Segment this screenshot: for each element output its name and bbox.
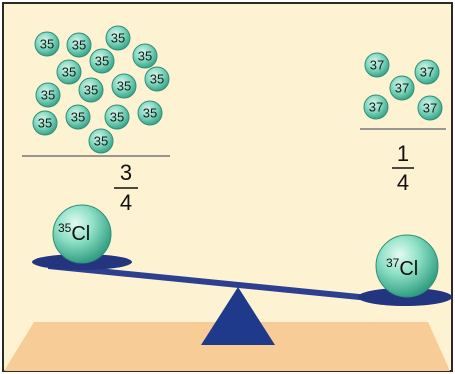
right-chlorine-ball <box>375 234 439 298</box>
cl35-atom <box>78 77 104 103</box>
cl35-atom <box>65 104 91 130</box>
cl35-atom <box>34 31 60 57</box>
left-fraction-denominator: 4 <box>120 190 132 215</box>
cl35-atom-label: 35 <box>138 49 152 64</box>
cl35-atom-label: 35 <box>143 106 157 121</box>
right-ball-label: 37Cl <box>386 256 418 280</box>
cl35-atom <box>89 48 115 74</box>
right-ball-mass-number: 37 <box>386 256 400 270</box>
cl35-atom-label: 35 <box>62 65 76 80</box>
cl35-atom <box>88 128 114 154</box>
cl35-atom-label: 35 <box>71 110 85 125</box>
right-fraction-numerator: 1 <box>397 141 409 166</box>
cl37-atom-label: 37 <box>420 65 434 80</box>
cl37-atom-label: 37 <box>370 58 384 73</box>
left-ball-symbol: Cl <box>71 223 90 245</box>
cl35-atom-label: 35 <box>41 88 55 103</box>
cl35-atom-label: 35 <box>111 31 125 46</box>
cl35-atom-label: 35 <box>95 54 109 69</box>
cl37-atom <box>417 95 443 121</box>
cl37-atom-label: 37 <box>395 81 409 96</box>
cl37-atom-label: 37 <box>423 101 437 116</box>
cl35-atom <box>137 100 163 126</box>
left-ball-label: 35Cl <box>58 221 90 245</box>
cl37-atom <box>364 52 390 78</box>
cl35-atom <box>111 73 137 99</box>
cl35-atom <box>32 110 58 136</box>
cl35-atom-label: 35 <box>40 37 54 52</box>
cl35-atom-label: 35 <box>72 38 86 53</box>
cl35-atom <box>66 32 92 58</box>
cl35-atom <box>132 43 158 69</box>
cl35-atom <box>105 25 131 51</box>
cl35-atom-label: 35 <box>150 72 164 87</box>
floor <box>4 322 450 371</box>
cl35-atom <box>144 66 170 92</box>
fulcrum <box>201 287 275 345</box>
cl35-atom-label: 35 <box>117 79 131 94</box>
right-fraction-denominator: 4 <box>397 170 409 195</box>
cl35-atom <box>56 59 82 85</box>
cl35-atom-label: 35 <box>84 83 98 98</box>
right-atom-cluster: 37 37 37 37 37 <box>363 52 443 121</box>
cl35-atom-label: 35 <box>110 110 124 125</box>
left-chlorine-ball <box>52 204 112 264</box>
balance-beam <box>48 263 390 303</box>
cl35-atom-label: 35 <box>38 116 52 131</box>
cl37-atom-label: 37 <box>369 100 383 115</box>
right-ball-symbol: Cl <box>399 258 418 280</box>
cl35-atom <box>104 104 130 130</box>
cl35-atom-label: 35 <box>94 134 108 149</box>
left-ball-mass-number: 35 <box>58 221 72 235</box>
cl37-atom <box>363 94 389 120</box>
cl37-atom <box>414 59 440 85</box>
left-fraction-numerator: 3 <box>120 160 132 185</box>
cl37-atom <box>389 75 415 101</box>
cl35-atom <box>35 82 61 108</box>
